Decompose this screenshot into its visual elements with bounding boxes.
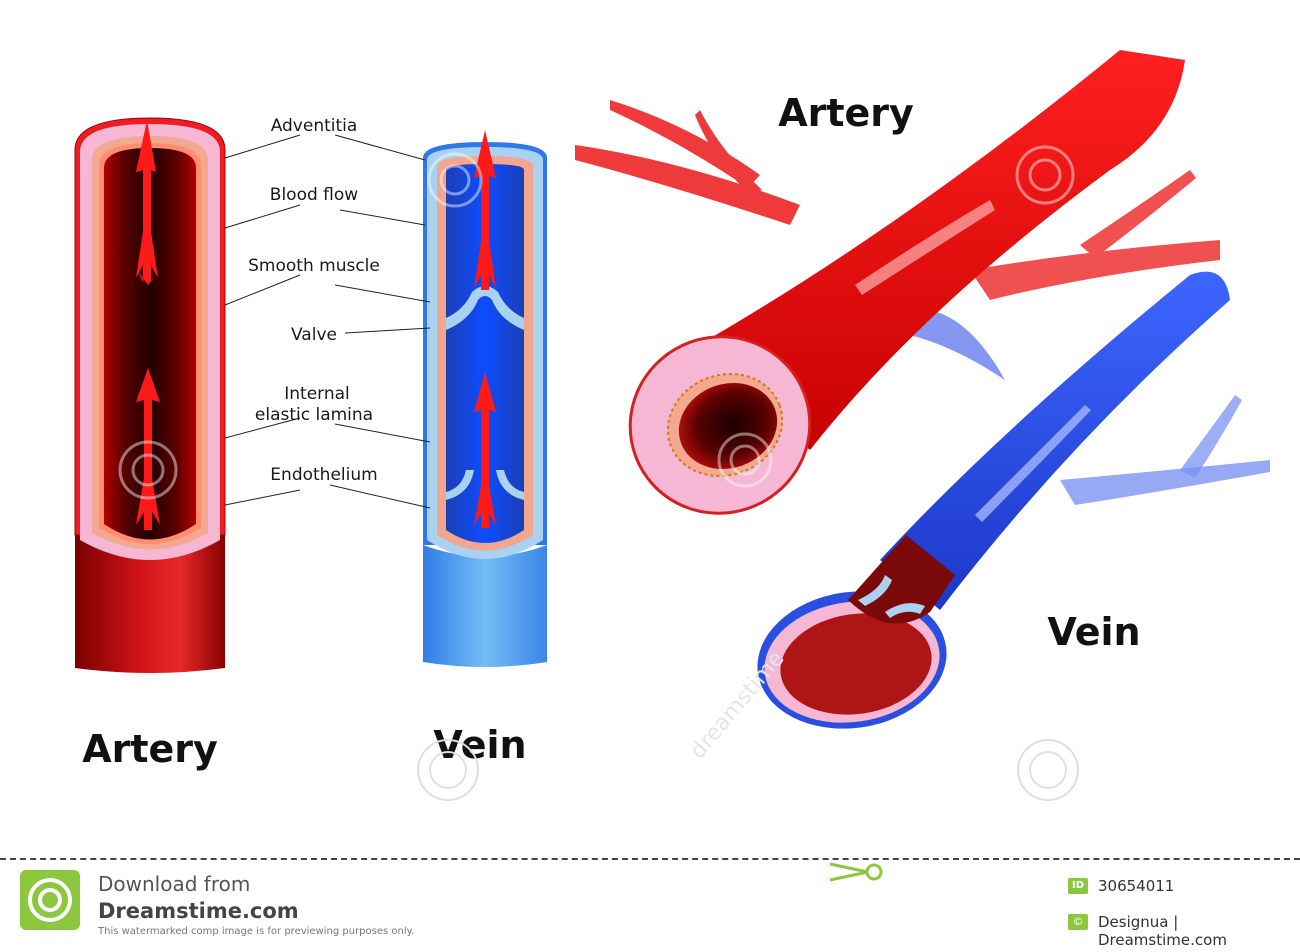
artery-3d-highlight — [855, 200, 995, 295]
artery-3d — [575, 50, 1220, 515]
vein-valve-bottom-right — [496, 470, 524, 500]
artery-flow-arrow-bottom — [136, 368, 160, 530]
vein-3d-branch-right — [1060, 460, 1270, 505]
artery-3d-end-lumen — [678, 382, 778, 470]
vein-3d-end-lumen — [780, 613, 932, 715]
watermark-note: This watermarked comp image is for previ… — [98, 926, 415, 937]
copyright-icon: © — [1068, 914, 1088, 930]
label-adventitia: Adventitia — [271, 116, 358, 136]
vein-flow-arrow-bottom-head — [474, 462, 496, 526]
vein-3d-branch-right-up — [1180, 395, 1242, 478]
scissors-icon — [829, 862, 883, 882]
dreamstime-logo-icon — [20, 870, 80, 930]
watermark-text: dreamstime — [685, 647, 789, 764]
id-icon: ID — [1068, 878, 1088, 894]
title-vein-right: Vein — [1047, 610, 1140, 654]
artery-flow-arrow-top — [136, 120, 160, 285]
artery-3d-tube — [690, 50, 1185, 450]
label-elastic-lamina: elastic lamina — [255, 405, 373, 425]
vein-3d-cutaway — [848, 535, 955, 624]
label-internal: Internal — [284, 384, 350, 404]
vein-3d-valve — [858, 575, 925, 618]
artery-3d-branch-left-1 — [575, 145, 800, 225]
vein-valve-top — [446, 286, 524, 330]
vein-3d — [757, 271, 1270, 729]
vein-flow-arrow-bottom — [474, 372, 496, 528]
download-footer: Download from Dreamstime.com This waterm… — [0, 858, 1300, 952]
vein-section — [423, 130, 547, 667]
title-vein-left: Vein — [433, 723, 526, 767]
title-artery-right: Artery — [778, 91, 914, 135]
image-id: 30654011 — [1098, 877, 1175, 895]
vein-valve-bottom-left — [446, 470, 474, 500]
artery-3d-branch-left-3 — [695, 110, 762, 195]
artery-3d-branch-right-up — [1080, 170, 1196, 258]
title-artery-left: Artery — [82, 727, 218, 771]
label-smooth-muscle: Smooth muscle — [248, 256, 380, 276]
artery-flow-arrow-bottom-head — [136, 455, 160, 525]
vein-base — [423, 545, 547, 667]
artery-3d-branch-left-2 — [610, 100, 760, 188]
artery-lumen — [104, 148, 196, 540]
credit-text: Designua | Dreamstime.com — [1098, 913, 1227, 949]
vein-flow-arrow-top-head — [474, 215, 496, 288]
label-endothelium: Endothelium — [270, 465, 377, 485]
watermark-gray — [417, 739, 1079, 801]
vein-lumen — [446, 164, 524, 543]
watermark — [118, 145, 1075, 500]
vein-flow-arrow-top — [474, 130, 496, 290]
artery-base — [75, 535, 225, 673]
download-from-text: Download from — [98, 872, 251, 896]
label-blood-flow: Blood flow — [270, 185, 358, 205]
dreamstime-link[interactable]: Dreamstime.com — [98, 899, 299, 923]
vein-3d-highlight — [975, 405, 1091, 522]
artery-section — [74, 117, 226, 673]
artery-flow-arrow-top-head — [136, 205, 158, 278]
label-valve: Valve — [291, 325, 337, 345]
artery-vein-diagram: Adventitia Blood flow Smooth muscle Valv… — [74, 50, 1270, 801]
callout-lines — [224, 134, 431, 509]
artery-3d-branch-right — [970, 240, 1220, 300]
